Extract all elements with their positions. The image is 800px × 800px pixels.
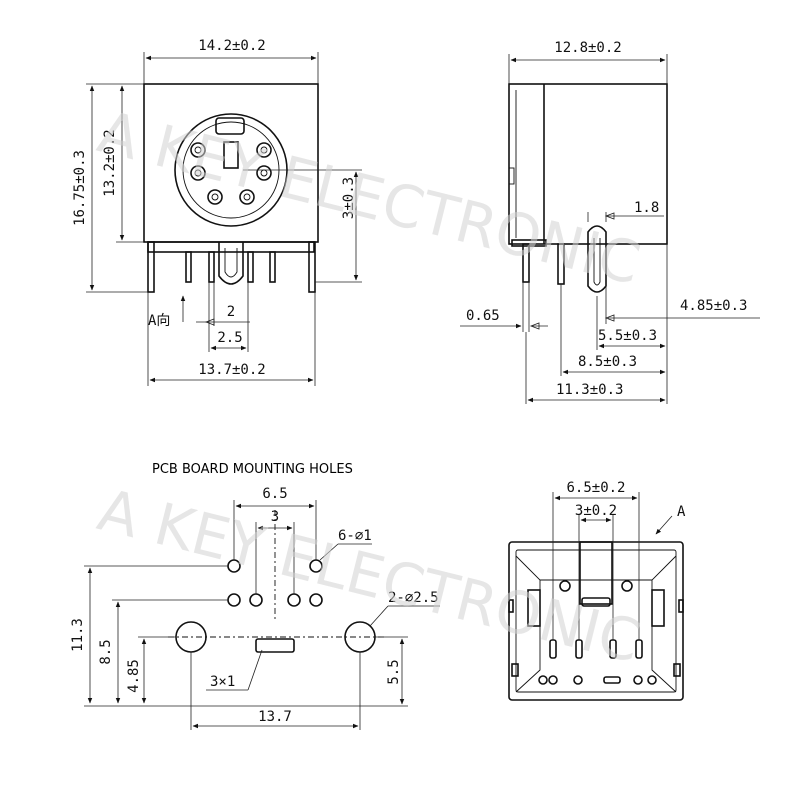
- side-tab-label: 1.8: [634, 200, 659, 216]
- front-width-bottom-label: 13.7±0.2: [198, 362, 265, 378]
- front-view: 14.2±0.2 16.75±0.3 13.2±0.2 3±0.3 2 2.5 …: [72, 38, 362, 386]
- pcb-view: PCB BOARD MOUNTING HOLES 6.5 3 6-⌀1 2-⌀2…: [70, 462, 440, 730]
- pcb-small-holes-label: 6-⌀1: [338, 528, 372, 544]
- pcb-h3-label: 4.85: [126, 659, 142, 693]
- front-width-label: 14.2±0.2: [198, 38, 265, 54]
- side-d4-label: 11.3±0.3: [556, 382, 623, 398]
- pcb-pitch-inner-label: 3: [271, 509, 279, 525]
- bottom-pitch-inner-label: 3±0.2: [575, 503, 617, 519]
- pcb-h2-label: 8.5: [98, 639, 114, 664]
- front-base: [147, 241, 315, 253]
- front-height-pin-label: 3±0.3: [341, 177, 357, 219]
- front-height-body-label: 13.2±0.2: [102, 129, 118, 196]
- bottom-view: 6.5±0.2 3±0.2 A: [508, 480, 686, 701]
- front-height-total-label: 16.75±0.3: [72, 150, 88, 226]
- pcb-h1-label: 11.3: [70, 618, 86, 652]
- din-key: [215, 117, 245, 135]
- din-pin-holes: [190, 142, 272, 205]
- pcb-pitch-outer-label: 6.5: [262, 486, 287, 502]
- side-d3-label: 8.5±0.3: [578, 354, 637, 370]
- watermark-top: A KEY ELECTRONIC: [92, 98, 647, 298]
- bottom-pitch-outer-label: 6.5±0.2: [566, 480, 625, 496]
- bottom-pins: [538, 639, 657, 685]
- watermark-bottom: A KEY ELECTRONIC: [92, 476, 647, 676]
- front-pins: [147, 241, 316, 293]
- pcb-slot-label: 3×1: [210, 674, 235, 690]
- pcb-slot: [255, 638, 295, 653]
- side-width-label: 12.8±0.2: [554, 40, 621, 56]
- side-d2-label: 5.5±0.3: [598, 328, 657, 344]
- pcb-title: PCB BOARD MOUNTING HOLES: [152, 462, 353, 477]
- side-view: 12.8±0.2 1.8 0.65 4.85±0.3 5.5±0.3 8.5±0…: [460, 40, 760, 404]
- pcb-h4-label: 5.5: [386, 659, 402, 684]
- bottom-view-label: A: [677, 504, 686, 520]
- din-center-pin: [223, 141, 239, 169]
- side-d1-label: 4.85±0.3: [680, 298, 747, 314]
- front-pitch-b-label: 2.5: [217, 330, 242, 346]
- pcb-width-label: 13.7: [258, 709, 292, 725]
- side-pin-thickness-label: 0.65: [466, 308, 500, 324]
- direction-label: A向: [148, 313, 170, 329]
- pcb-large-holes-label: 2-⌀2.5: [388, 590, 439, 606]
- front-pitch-a-label: 2: [227, 304, 235, 320]
